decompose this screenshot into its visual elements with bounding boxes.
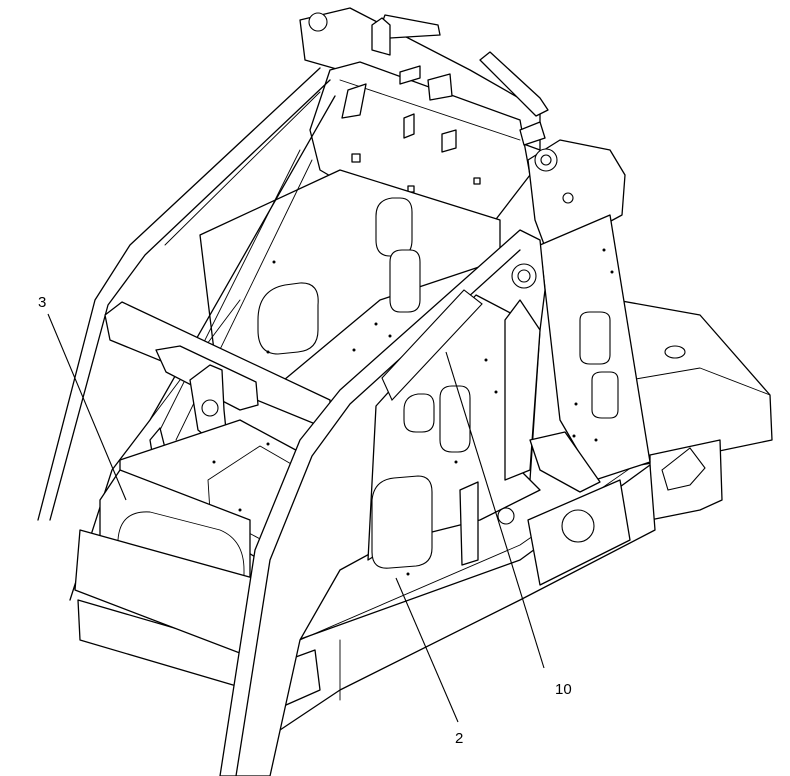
callout-10: 10 (445, 351, 572, 698)
callout-label-10: 10 (555, 681, 572, 698)
main-side-frame (219, 229, 601, 776)
callout-2: 2 (395, 577, 463, 747)
callout-label-3: 3 (38, 294, 46, 311)
right-pivot-plate (527, 139, 651, 481)
callout-3: 3 (38, 294, 127, 501)
center-back-plate (199, 169, 501, 401)
control-tower (299, 7, 549, 241)
callout-label-2: 2 (455, 730, 463, 747)
